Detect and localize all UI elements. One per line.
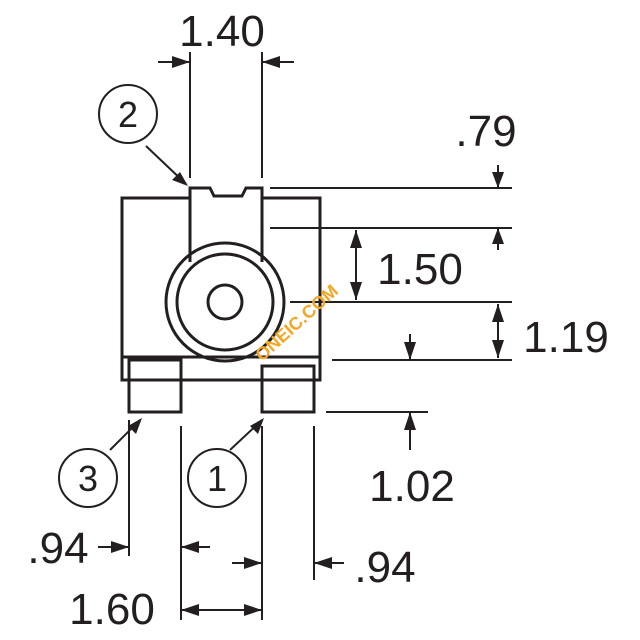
callout-2: 2	[98, 84, 158, 144]
callout-3-label: 3	[78, 458, 98, 499]
callout-2-label: 2	[118, 94, 138, 135]
center-tab	[188, 198, 264, 262]
dim-top-offset: .79	[455, 107, 516, 156]
callout-3: 3	[58, 448, 118, 508]
component-body	[120, 186, 322, 414]
watermark: ONEIC.COM	[251, 281, 342, 365]
dim-right-pad-width: .94	[354, 543, 415, 592]
body-outline	[120, 186, 322, 382]
dim-left-pad-width: .94	[27, 524, 88, 573]
dim-pad-height: 1.02	[369, 462, 455, 511]
rotor-mid-ring	[175, 252, 275, 352]
rotor-hole	[206, 283, 244, 321]
dim-pad-spacing: 1.60	[69, 585, 155, 634]
rotor-outer-ring	[164, 241, 286, 363]
dim-right-height: 1.19	[523, 313, 609, 362]
callout-leaders	[109, 145, 264, 451]
callout-1-label: 1	[207, 458, 227, 499]
pad-1	[260, 364, 316, 414]
callout-1: 1	[187, 448, 247, 508]
pad-3	[127, 358, 183, 414]
dim-center-height: 1.50	[377, 245, 463, 294]
dim-top-width: 1.40	[179, 7, 265, 56]
dimension-arrows	[98, 56, 504, 616]
